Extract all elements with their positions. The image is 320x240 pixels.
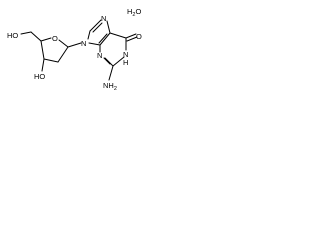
bond-c2-n2: [108, 65, 114, 81]
n7-label: N: [101, 14, 106, 23]
bond-n7-c5: [106, 20, 111, 34]
bond-n9-c8: [87, 30, 91, 40]
hydroxyl-3-label: HO: [34, 72, 45, 81]
bond-c4-c5: [30, 31, 42, 42]
n3-label: N: [97, 51, 102, 60]
bond-c1-n9: [67, 42, 82, 48]
n1-hydrogen-label: H: [123, 58, 128, 67]
water-formula: H2O: [127, 7, 141, 18]
bond-c5-o5: [20, 31, 32, 35]
bond-c4-o4: [40, 37, 52, 42]
bond-c6-o6: [125, 33, 137, 39]
bond-o4-c1: [58, 39, 69, 48]
bond-n1-c2: [112, 56, 125, 67]
bond-c5-c6: [109, 32, 127, 39]
bond-c8-n7: [89, 19, 102, 32]
bond-c4-n9: [88, 42, 101, 46]
n1-label: N: [123, 50, 128, 59]
bond-c2-c3: [43, 58, 59, 63]
bond-c5-c4: [99, 32, 111, 46]
n9-label: N: [81, 39, 86, 48]
ring-oxygen-label: O: [52, 34, 58, 43]
bond-c3-o3: [41, 58, 45, 72]
deoxyguanosine-hydrate-structure: H2O HO O HO N N N H N O: [7, 7, 142, 92]
sugar-ring: [20, 31, 82, 72]
bond-c3-c4: [40, 40, 45, 60]
carbonyl-oxygen-label: O: [136, 32, 142, 41]
bond-c8-n7-double: [92, 22, 103, 33]
guanine-ring-system: [87, 19, 138, 81]
bond-c5-c4-double: [98, 33, 108, 44]
bond-c6-o6-double: [126, 36, 138, 42]
bond-c2-n3-double: [103, 57, 111, 65]
bond-c2-n3: [104, 57, 114, 67]
amino-label: NH2: [103, 81, 117, 92]
hydroxymethyl-oxygen-label: HO: [7, 31, 18, 40]
bond-c1-c2: [57, 46, 69, 63]
